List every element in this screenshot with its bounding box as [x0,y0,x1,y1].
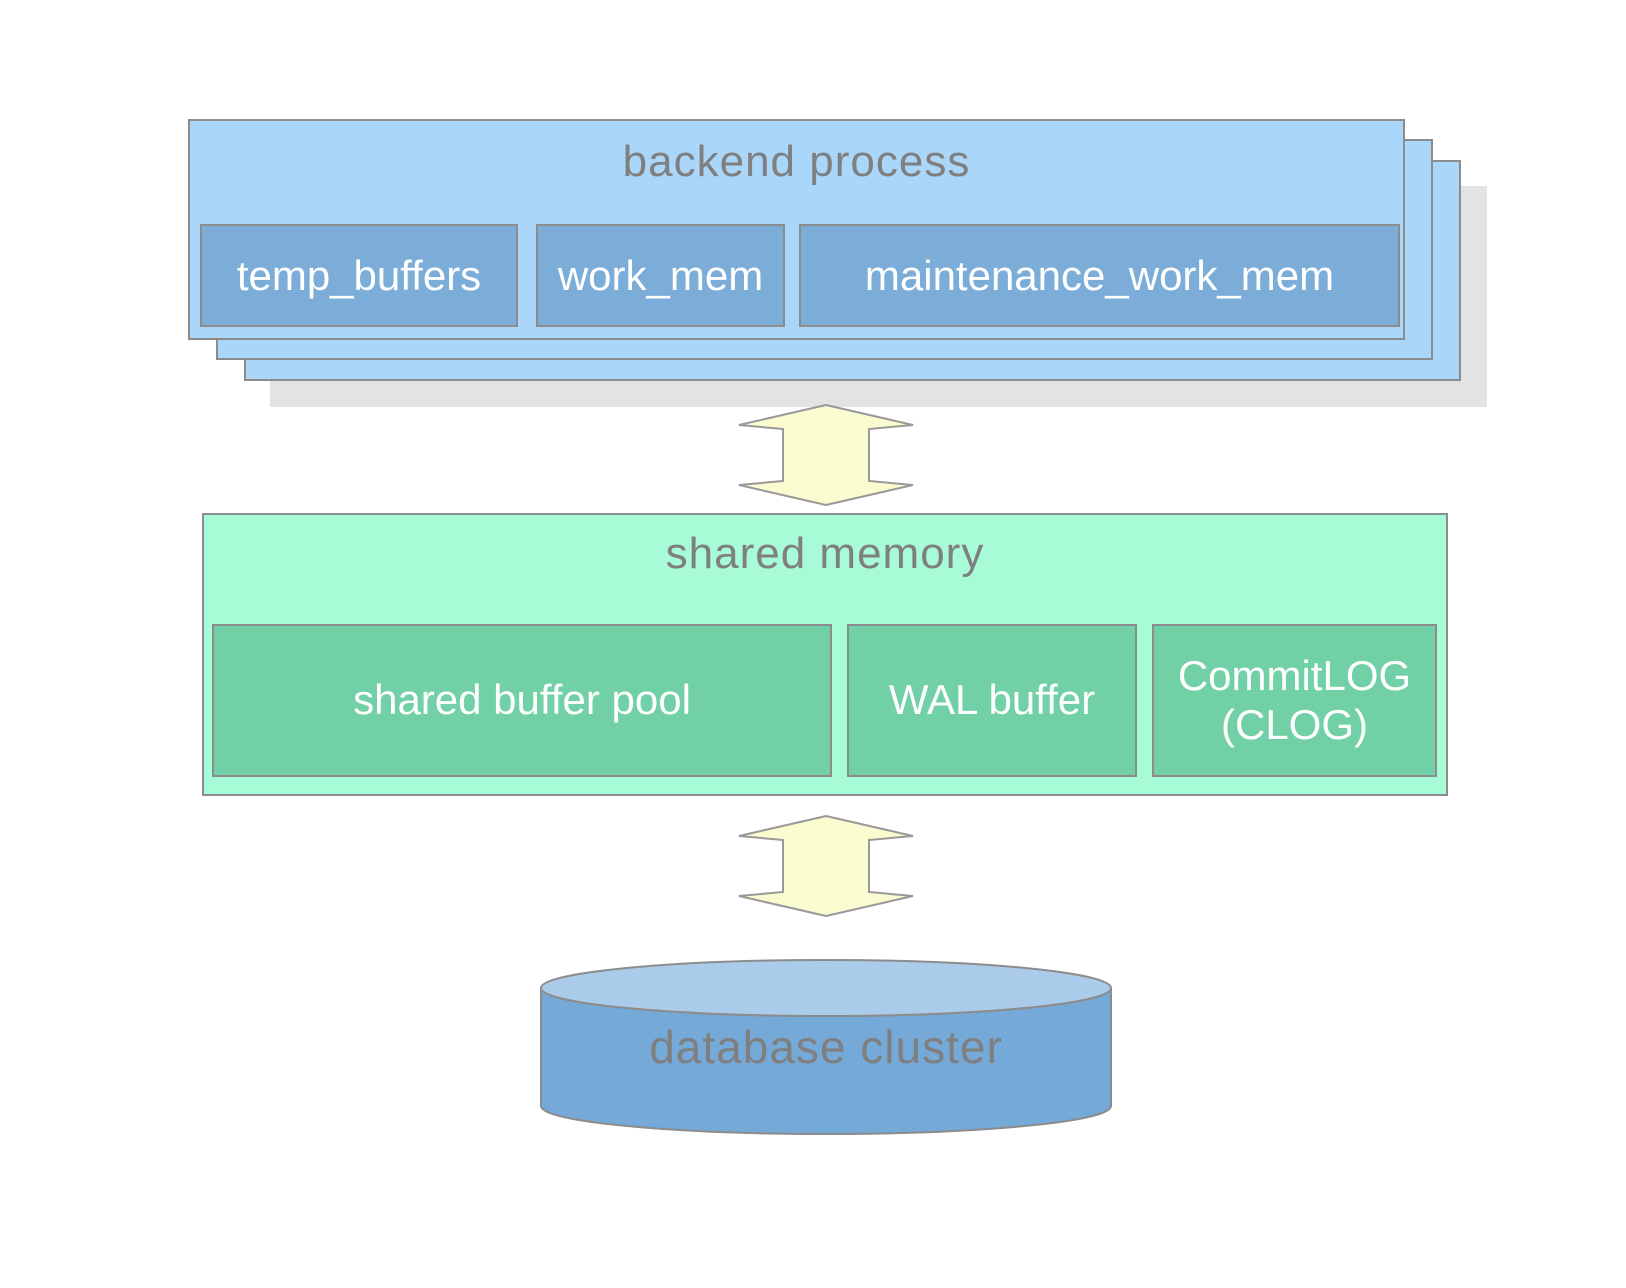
commitlog-label-line1: CommitLOG [1177,652,1412,700]
wal-buffer-label: WAL buffer [888,676,1096,724]
shared-memory-box: shared memory shared buffer pool WAL buf… [202,513,1448,796]
database-cluster-label: database cluster [649,1021,1003,1073]
commitlog-label-line2: (CLOG) [1221,700,1368,748]
cylinder-shape-icon [540,959,1112,1135]
backend-process-box: backend process temp_buffers work_mem ma… [188,119,1405,340]
vertical-double-arrow-icon [738,404,914,506]
shared-memory-title: shared memory [665,529,985,578]
shared-buffer-pool-box: shared buffer pool [212,624,832,777]
commitlog-box: CommitLOG (CLOG) [1152,624,1437,777]
database-cluster-cylinder: database cluster [539,958,1113,1138]
wal-buffer-box: WAL buffer [847,624,1137,777]
temp-buffers-box: temp_buffers [200,224,518,327]
vertical-double-arrow-icon [738,815,914,917]
maintenance-work-mem-box: maintenance_work_mem [799,224,1400,327]
shared-buffer-pool-label: shared buffer pool [353,676,691,724]
work-mem-box: work_mem [536,224,785,327]
backend-process-title: backend process [622,137,971,186]
